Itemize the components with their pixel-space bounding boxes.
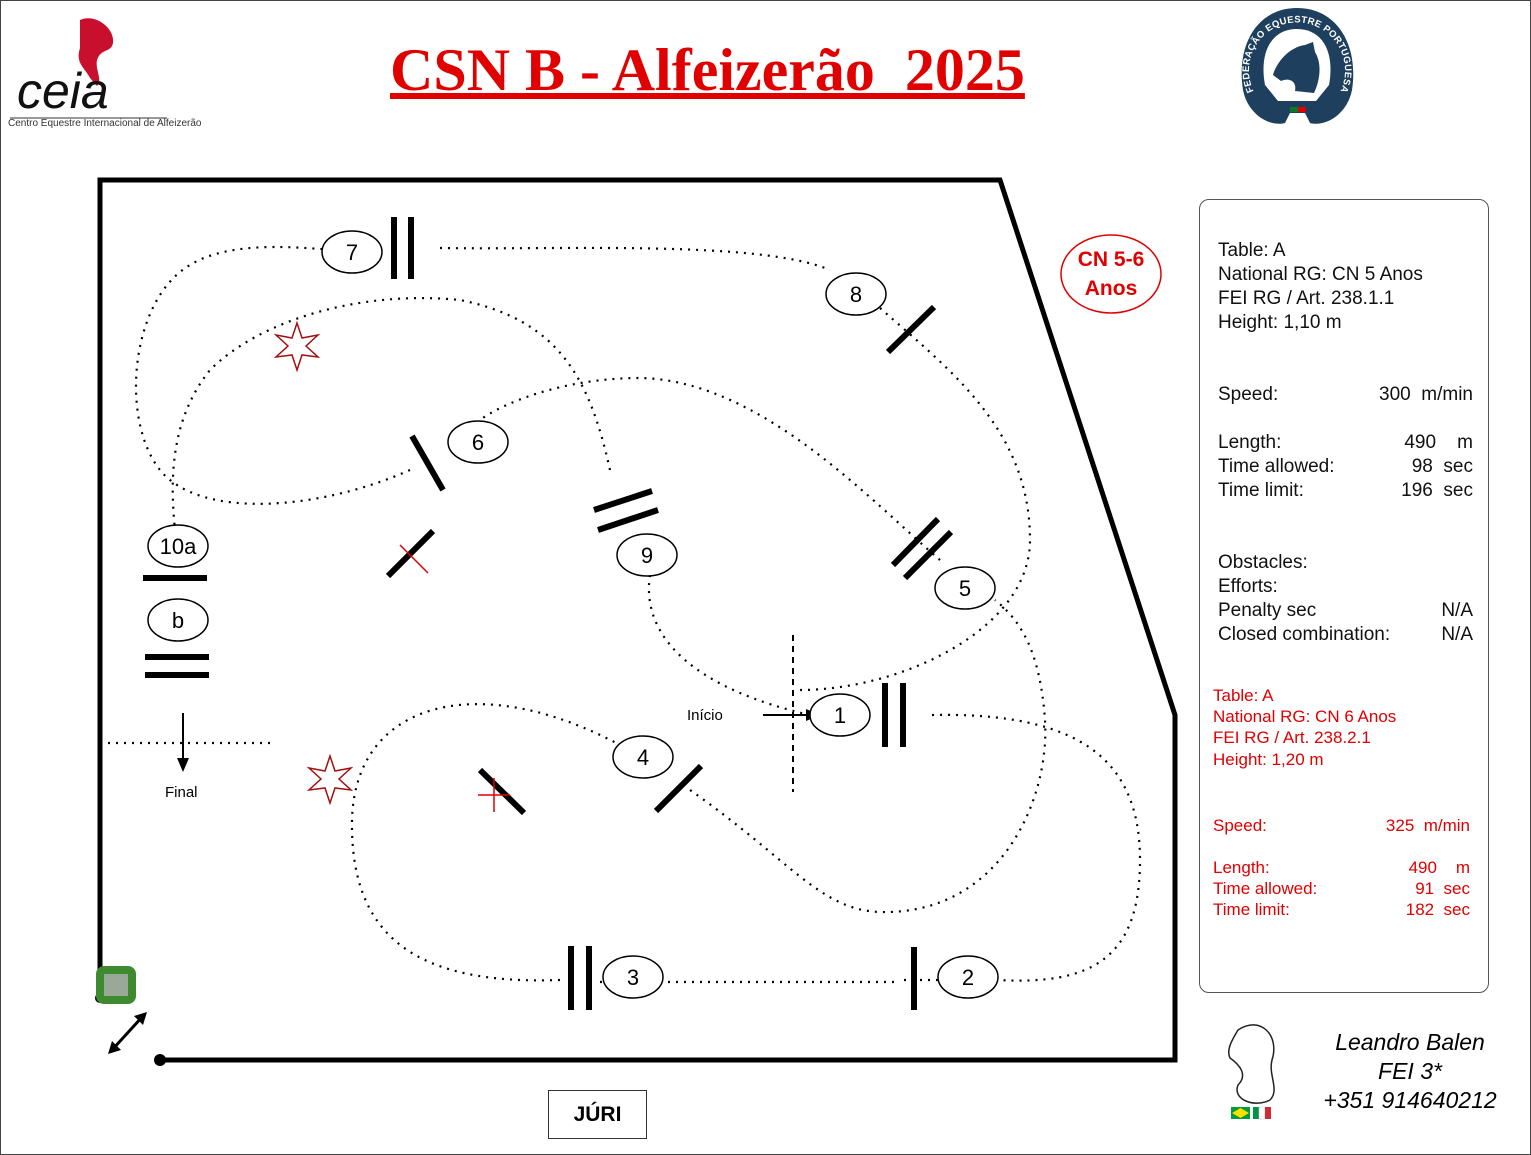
course-designer: Leandro Balen FEI 3* +351 914640212 — [1300, 1028, 1520, 1115]
cn6-speed: Speed:325 m/min — [1213, 816, 1470, 835]
cn6-length: Length:490 m — [1213, 858, 1470, 877]
cn5-table: Table: A — [1218, 240, 1286, 261]
jury-box: JÚRI — [548, 1090, 647, 1139]
fence-3 — [568, 946, 592, 1010]
cn6-height: Height: 1,20 m — [1213, 750, 1324, 769]
cn5-fei-rg: FEI RG / Art. 238.1.1 — [1218, 288, 1395, 309]
number-1: 1 — [809, 693, 871, 737]
fence-7 — [391, 217, 414, 279]
fence-6 — [409, 434, 446, 492]
number-2: 2 — [937, 955, 999, 999]
number-3: 3 — [602, 955, 664, 999]
cn5-time-limit: Time limit:196 sec — [1218, 480, 1473, 501]
designer-phone: +351 914640212 — [1323, 1087, 1497, 1113]
number-7: 7 — [321, 230, 383, 274]
designer-level: FEI 3* — [1378, 1058, 1442, 1084]
finish-label: Final — [165, 784, 198, 801]
bush-icon — [96, 966, 136, 1004]
svg-text:5: 5 — [959, 576, 971, 601]
cn6-time-limit: Time limit:182 sec — [1213, 900, 1470, 919]
ceia-subtitle: Centro Equestre Internacional de Alfeize… — [8, 118, 202, 129]
number-6: 6 — [447, 420, 509, 464]
ceia-logo: ceia — [5, 8, 170, 120]
svg-text:ceia: ceia — [17, 63, 109, 119]
fences — [143, 217, 954, 1010]
svg-text:1: 1 — [834, 703, 846, 728]
svg-text:9: 9 — [641, 543, 653, 568]
cn6-time-allowed: Time allowed:91 sec — [1213, 879, 1470, 898]
number-9: 9 — [616, 533, 678, 577]
cn5-height: Height: 1,10 m — [1218, 312, 1342, 333]
svg-text:6: 6 — [472, 430, 484, 455]
cn5-obstacles: Obstacles: — [1218, 552, 1308, 573]
designer-name: Leandro Balen — [1335, 1029, 1485, 1055]
svg-text:8: 8 — [850, 282, 862, 307]
obstacle-numbers: 7 8 6 10a b 9 5 1 4 3 2 — [147, 230, 999, 999]
fep-logo: FEDERAÇÃO EQUESTRE PORTUGUESA — [1235, 5, 1360, 130]
cn5-efforts: Efforts: — [1218, 576, 1278, 597]
flower-icon — [273, 320, 321, 373]
cn6-fei-rg: FEI RG / Art. 238.2.1 — [1213, 728, 1371, 747]
flag-italy-icon — [1253, 1106, 1271, 1120]
fence-8 — [885, 304, 937, 355]
fence-extra-2 — [477, 767, 527, 816]
cn5-length: Length:490 m — [1218, 432, 1473, 453]
svg-text:10a: 10a — [160, 534, 197, 559]
number-10a: 10a — [147, 524, 209, 568]
arena-gate-point — [154, 1054, 166, 1066]
fence-5 — [890, 516, 954, 581]
cn5-closed-combination: Closed combination:N/A — [1218, 624, 1473, 645]
number-5: 5 — [934, 566, 996, 610]
flag-brazil-icon — [1231, 1107, 1250, 1119]
fence-10b — [145, 654, 209, 678]
fence-4 — [653, 763, 704, 814]
number-b: b — [147, 598, 209, 642]
cn5-time-allowed: Time allowed:98 sec — [1218, 456, 1473, 477]
fence-1 — [882, 683, 906, 747]
svg-text:Anos: Anos — [1085, 277, 1138, 300]
flower-icon — [306, 753, 354, 806]
fence-9 — [593, 488, 659, 533]
svg-text:7: 7 — [346, 240, 358, 265]
course-info-panel: Table: A National RG: CN 5 Anos FEI RG /… — [1199, 199, 1489, 993]
horse-head-icon — [1227, 1024, 1275, 1104]
page-title: CSN B - Alfeizerão 2025 — [390, 37, 1025, 103]
cn5-national-rg: National RG: CN 5 Anos — [1218, 264, 1423, 285]
svg-text:2: 2 — [962, 965, 974, 990]
start-label: Início — [687, 707, 723, 724]
number-4: 4 — [612, 735, 674, 779]
svg-text:3: 3 — [627, 965, 639, 990]
cn6-national-rg: National RG: CN 6 Anos — [1213, 707, 1397, 726]
cn6-table: Table: A — [1213, 686, 1274, 705]
class-badge: CN 5-6 Anos — [1060, 234, 1162, 314]
course-route — [108, 245, 1142, 984]
cn5-speed: Speed:300 m/min — [1218, 384, 1473, 405]
svg-text:b: b — [172, 608, 184, 633]
number-8: 8 — [825, 272, 887, 316]
svg-text:CN 5-6: CN 5-6 — [1078, 248, 1145, 271]
finish-arrow-icon — [177, 713, 189, 772]
entrance-arrow-icon — [108, 1012, 147, 1054]
fence-extra-1 — [385, 528, 436, 579]
arena-boundary — [97, 177, 1178, 1063]
cross-marks — [399, 544, 510, 812]
svg-text:4: 4 — [637, 745, 649, 770]
